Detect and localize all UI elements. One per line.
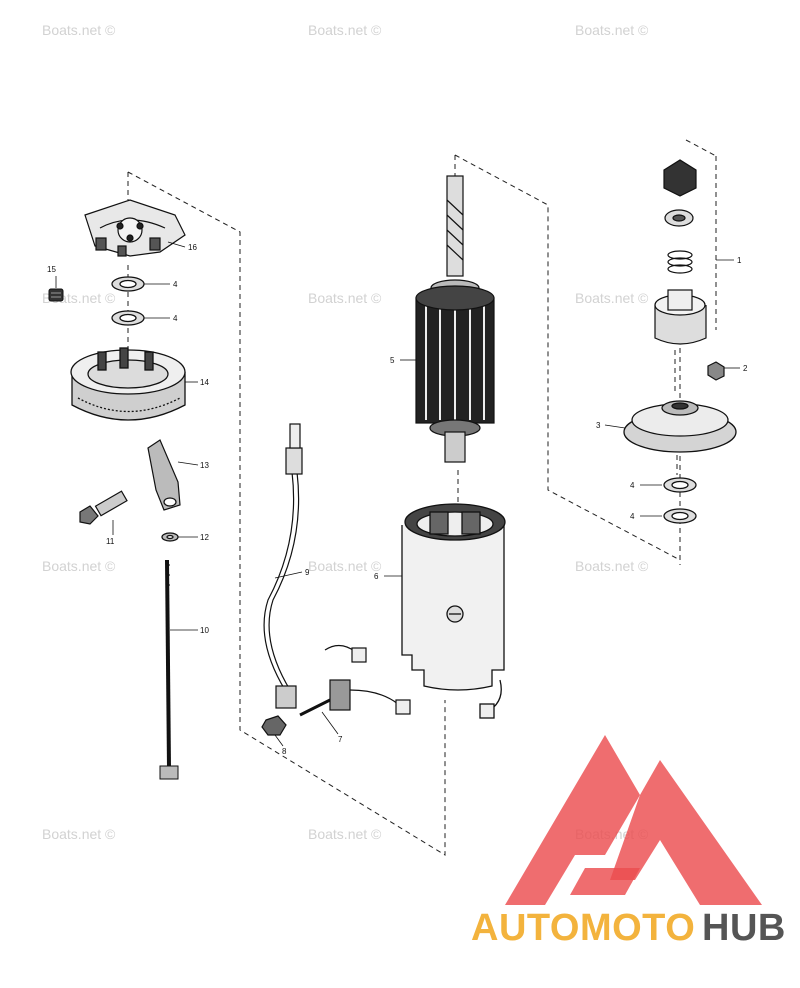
callout-6: 6 xyxy=(374,572,379,581)
logo-text-hub: HUB xyxy=(702,907,786,949)
watermark: Boats.net © xyxy=(308,558,382,574)
drive-assembly-part xyxy=(654,159,707,345)
callout-4: 4 xyxy=(630,481,635,490)
watermark: Boats.net © xyxy=(575,22,649,38)
end-cap-part xyxy=(70,347,186,421)
small-screw-part xyxy=(48,288,64,302)
callout-11: 11 xyxy=(106,537,115,546)
watermark: Boats.net © xyxy=(42,22,116,38)
watermark: Boats.net © xyxy=(42,558,116,574)
leader-lines xyxy=(55,241,740,747)
callout-5: 5 xyxy=(390,356,395,365)
logo-triangle-mark xyxy=(505,735,762,905)
through-bolt-part xyxy=(159,559,179,780)
callout-13: 13 xyxy=(200,461,209,470)
brush-plate-part xyxy=(84,199,186,257)
watermark: Boats.net © xyxy=(308,22,382,38)
small-nut-part xyxy=(707,361,725,381)
callout-4: 4 xyxy=(630,512,635,521)
callout-16: 16 xyxy=(188,243,197,252)
callout-1: 1 xyxy=(737,256,742,265)
assembly-guide-lines xyxy=(127,139,717,856)
callout-7: 7 xyxy=(338,735,343,744)
callout-15: 15 xyxy=(47,265,56,274)
callout-9: 9 xyxy=(305,568,310,577)
washer-part xyxy=(111,276,145,326)
terminal-lug-part xyxy=(147,439,181,511)
lock-washer-part xyxy=(161,532,179,542)
head-end-plate-part xyxy=(623,400,737,453)
callout-10: 10 xyxy=(200,626,209,635)
watermark: Boats.net © xyxy=(575,558,649,574)
watermark: Boats.net © xyxy=(308,826,382,842)
washer-part xyxy=(663,477,697,524)
nut-part xyxy=(261,715,287,736)
callout-3: 3 xyxy=(596,421,601,430)
callout-2: 2 xyxy=(743,364,748,373)
callout-4: 4 xyxy=(173,314,178,323)
housing-frame-part xyxy=(401,503,506,719)
watermark: Boats.net © xyxy=(575,290,649,306)
callout-4: 4 xyxy=(173,280,178,289)
watermark: Boats.net © xyxy=(42,826,116,842)
callout-14: 14 xyxy=(200,378,209,387)
armature-part xyxy=(415,175,495,463)
logo-text-automoto: AUTOMOTO xyxy=(471,907,695,949)
callout-12: 12 xyxy=(200,533,209,542)
callout-8: 8 xyxy=(282,747,287,756)
automotohub-logo: AUTOMOTO HUB xyxy=(471,735,786,949)
brush-holder-part xyxy=(299,644,411,717)
watermark: Boats.net © xyxy=(308,290,382,306)
cable-part xyxy=(263,423,303,709)
bolt-part xyxy=(79,490,128,525)
